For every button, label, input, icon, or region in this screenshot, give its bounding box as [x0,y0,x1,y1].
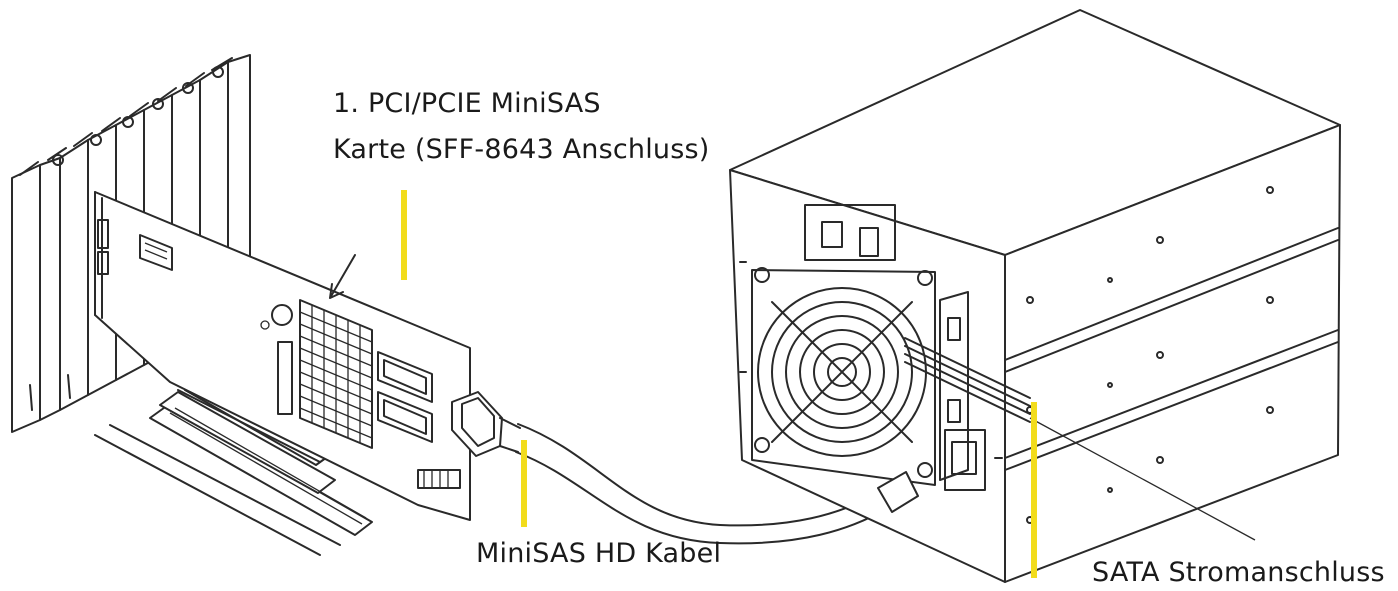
minisas-cable-drawing [451,391,889,545]
cable-label: MiniSAS HD Kabel [476,538,722,569]
minisas-card-drawing [94,191,471,521]
drive-enclosure-drawing [729,9,1341,583]
card-label-line-1: 1. PCI/PCIE MiniSAS [333,88,601,119]
card-label-line-2: Karte (SFF-8643 Anschluss) [333,134,710,165]
power-connector-label: SATA Stromanschluss [1092,557,1385,588]
